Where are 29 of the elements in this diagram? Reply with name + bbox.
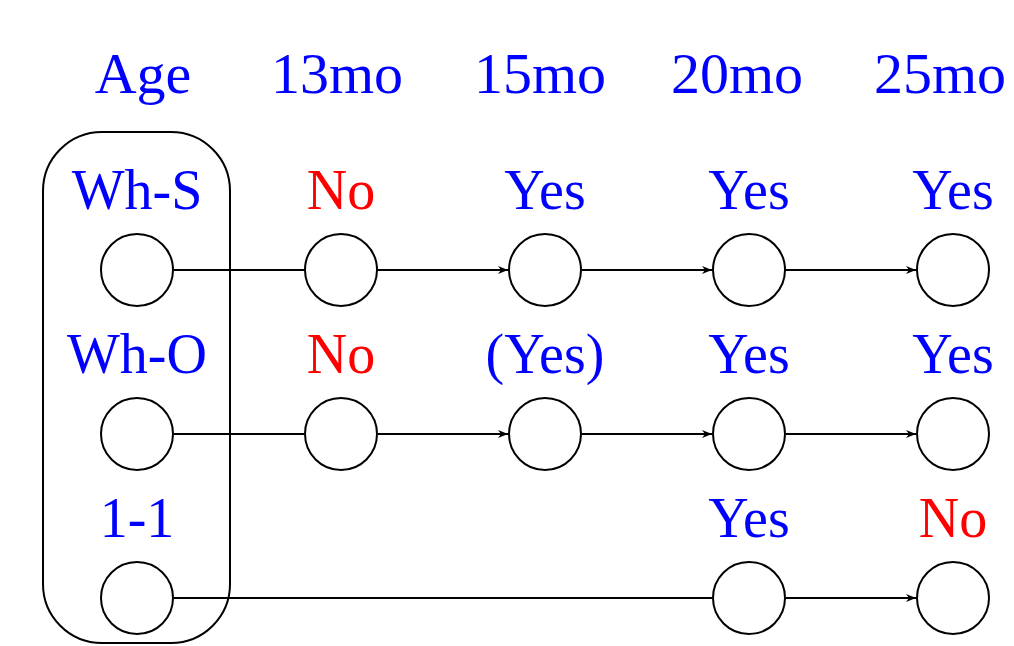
node-label: 1-1 (98, 489, 176, 547)
node-label: Yes (911, 325, 995, 383)
node-label: Yes (707, 325, 791, 383)
arrow (581, 266, 713, 274)
node-label: Wh-S (70, 161, 204, 219)
connector-line (173, 433, 305, 435)
column-header: 25mo (873, 44, 1007, 104)
column-header: 20mo (670, 44, 804, 104)
node-label: Yes (503, 161, 587, 219)
node-label: No (305, 161, 377, 219)
column-header: 15mo (473, 44, 607, 104)
column-header: 13mo (270, 44, 404, 104)
arrow (581, 430, 713, 438)
arrow (785, 266, 917, 274)
node-label: Yes (707, 161, 791, 219)
rounded-group-outline (42, 131, 231, 644)
node-label: No (917, 489, 989, 547)
node-label: No (305, 325, 377, 383)
arrow (785, 430, 917, 438)
node-label: Wh-O (66, 325, 208, 383)
connector-line (173, 597, 713, 599)
arrow (377, 430, 509, 438)
node-label: Yes (911, 161, 995, 219)
arrow (377, 266, 509, 274)
node-label: Yes (707, 489, 791, 547)
node-label: (Yes) (484, 325, 606, 383)
connector-line (173, 269, 305, 271)
arrow (785, 594, 917, 602)
column-header: Age (94, 44, 192, 104)
